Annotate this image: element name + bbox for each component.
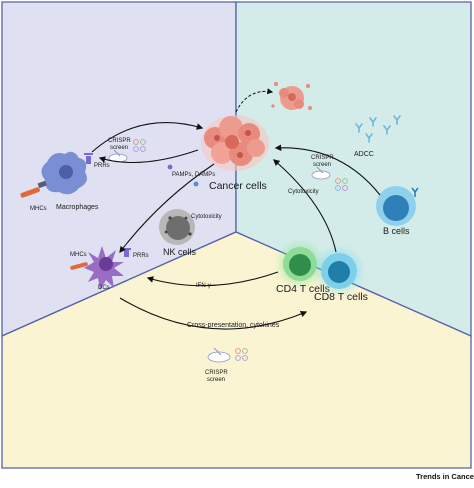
b-cells-label: B cells	[383, 226, 410, 236]
cd4-t-cell	[283, 247, 317, 281]
prrs-top-label: PRRs	[94, 163, 110, 169]
crispr-top-label-1: CRISPR	[108, 138, 131, 144]
cytotoxicity-nk-label: Cytotoxicity	[191, 214, 222, 220]
mhc-pipette-icon	[20, 180, 47, 198]
arrow-macrophage-to-cancer	[91, 122, 204, 153]
prr-receptor-icon	[84, 153, 93, 164]
nk-cells-label: NK cells	[163, 247, 197, 257]
apoptotic-cancer-cell	[271, 82, 312, 110]
arrow-cancer-to-macrophage	[98, 149, 199, 164]
cytotoxicity-t-label: Cytotoxicity	[288, 189, 319, 195]
pamp-dot-1	[167, 164, 173, 170]
pamps-damps-label: PAMPs, DAMPs	[172, 172, 215, 178]
crispr-top-label-2: screen	[110, 145, 128, 151]
sgrna-dots-bottom	[235, 348, 248, 361]
cancer-cell-cluster	[201, 115, 269, 171]
dashed-arrow-to-apoptosis	[235, 88, 274, 113]
nk-cell	[159, 209, 195, 245]
prrs-dc-label: PRRs	[133, 253, 149, 259]
cross-presentation-label: Cross-presentation, cytokines	[187, 322, 280, 329]
cd4-t-cells-label: CD4 T cells	[276, 283, 330, 295]
crispr-dish-icon-right	[311, 166, 331, 180]
cancer-cells-label: Cancer cells	[209, 180, 267, 192]
dcs-label: DCs	[98, 285, 110, 291]
cd8-t-cells-label: CD8 T cells	[314, 291, 368, 303]
cd8-t-cell	[321, 253, 357, 289]
arrow-t-cell-to-cancer	[273, 159, 337, 253]
dendritic-cell	[84, 246, 124, 290]
mhc-dc-icon	[70, 262, 88, 270]
sgrna-dots-top	[133, 139, 146, 152]
macrophage-cell	[41, 151, 87, 195]
pamp-dot-2	[193, 181, 199, 187]
crispr-bottom-label-2: screen	[207, 377, 225, 383]
journal-brand: Trends in Cancer	[416, 472, 474, 481]
sgrna-dots-right	[335, 178, 348, 191]
mhcs-dc-label: MHCs	[70, 252, 87, 258]
macrophages-label: Macrophages	[56, 204, 99, 211]
antibody-icons	[355, 115, 401, 143]
crispr-bottom-label-1: CRISPR	[205, 370, 228, 376]
arrow-ifn-to-dc	[146, 271, 279, 287]
mhcs-top-label: MHCs	[30, 206, 47, 212]
b-cell	[376, 186, 416, 226]
crispr-dish-icon-bottom	[207, 347, 231, 363]
arrow-dc-to-t-cells	[119, 297, 308, 330]
arrow-cancer-to-dc	[119, 163, 215, 254]
crispr-right-label-2: screen	[313, 162, 331, 168]
crispr-right-label-1: CRISPR	[311, 155, 334, 161]
adcc-label: ADCC	[354, 151, 374, 158]
arrow-b-cell-to-cancer	[274, 144, 381, 196]
crispr-dish-icon-top	[108, 149, 128, 163]
b-cell-receptor-icon	[411, 187, 419, 197]
